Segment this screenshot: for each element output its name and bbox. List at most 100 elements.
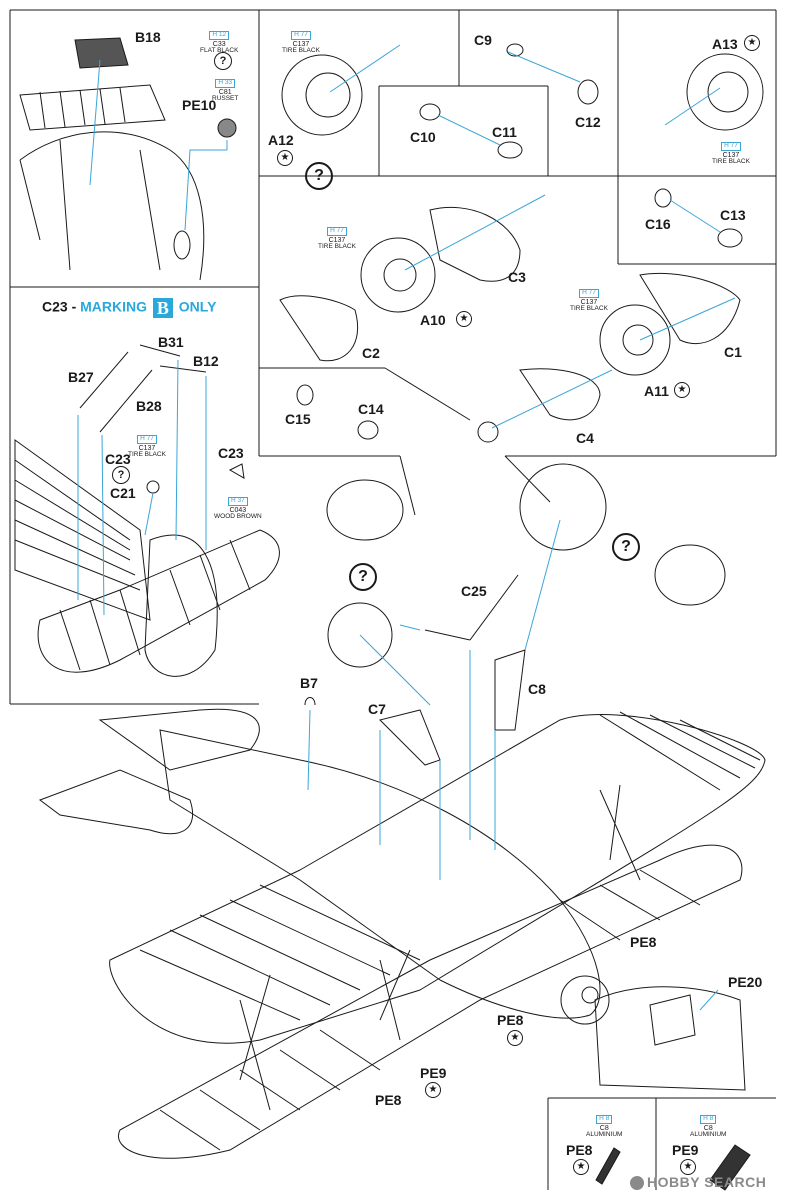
part-c9-shape <box>506 43 524 57</box>
part-c15-shape <box>296 384 314 406</box>
star-icon: ★ <box>507 1030 523 1046</box>
paint-code: H 37 <box>227 497 248 506</box>
paint-name: ALUMINIUM <box>586 1130 623 1138</box>
star-icon: ★ <box>277 150 293 166</box>
label-b28: B28 <box>136 398 162 414</box>
spat-right-wheel <box>519 463 607 551</box>
label-a13: A13 <box>712 36 738 52</box>
label-b7: B7 <box>300 675 318 691</box>
legend-label-pe9: PE9 <box>672 1142 699 1158</box>
marking-part-prefix: C23 - <box>42 298 77 315</box>
part-pe9-shape <box>709 1144 751 1191</box>
paint-name: TIRE BLACK <box>282 46 320 54</box>
inset-cockpit-drawing <box>594 986 746 1091</box>
label-c4: C4 <box>576 430 594 446</box>
star-icon: ★ <box>456 311 472 327</box>
part-c14-shape <box>357 420 379 440</box>
paint-code: H 33 <box>215 79 236 88</box>
label-c15: C15 <box>285 411 311 427</box>
frame-line <box>504 455 551 503</box>
hobby-search-watermark: HOBBY SEARCH <box>630 1174 766 1191</box>
label-pe8-center: PE8 <box>497 1012 524 1028</box>
guide-line <box>437 114 501 146</box>
paint-name: FLAT BLACK <box>200 46 239 54</box>
unsure-question-mark: ? <box>612 533 640 561</box>
paint-number: C8 <box>703 1124 713 1132</box>
guide-line <box>639 297 736 341</box>
part-b18-shape <box>74 37 129 69</box>
paint-number: C81 <box>218 88 232 96</box>
part-a11-hub <box>622 324 654 356</box>
paint-number: C137 <box>138 444 156 452</box>
guide-line <box>404 194 546 271</box>
label-a11: A11 <box>644 383 669 399</box>
paint-number: C8 <box>599 1124 609 1132</box>
watermark-logo-icon <box>630 1176 644 1191</box>
spat-alt-wheel <box>654 544 726 606</box>
label-c8: C8 <box>528 681 546 697</box>
paint-code: H 77 <box>721 142 741 151</box>
label-c9: C9 <box>474 32 492 48</box>
label-b27: B27 <box>68 369 94 385</box>
part-b12-strut <box>159 365 207 373</box>
paint-code: H 77 <box>327 227 347 236</box>
part-a11-wheel <box>599 304 671 376</box>
paint-name: TIRE BLACK <box>318 242 356 250</box>
label-pe8-left: PE8 <box>375 1092 402 1108</box>
paint-code: H 12 <box>209 31 230 40</box>
part-c21-wheel <box>146 480 160 494</box>
paint-name: WOOD BROWN <box>214 512 262 520</box>
paint-name: TIRE BLACK <box>570 304 608 312</box>
paint-number: C137 <box>328 236 346 244</box>
part-c7-leg <box>379 709 441 766</box>
label-pe9: PE9 <box>420 1065 447 1081</box>
paint-chip-h77-a13: H 77 C137 TIRE BLACK <box>712 135 750 165</box>
part-pe8-shape <box>595 1147 621 1185</box>
stab-ribs <box>59 539 251 671</box>
label-c11: C11 <box>492 124 517 140</box>
marking-letter-badge: B <box>152 298 173 318</box>
guide-line <box>101 434 105 616</box>
star-icon: ★ <box>573 1159 589 1175</box>
paint-chip-h77-a12: H 77 C137 TIRE BLACK <box>282 24 320 54</box>
label-b18: B18 <box>135 29 161 45</box>
unsure-question-mark: ? <box>112 466 130 484</box>
paint-chip-h33: H 33 C81 RUSSET <box>212 72 238 102</box>
paint-code: H 77 <box>579 289 599 298</box>
paint-code: H 77 <box>291 31 311 40</box>
guide-line <box>491 369 613 429</box>
label-c21: C21 <box>110 485 136 501</box>
guide-line <box>89 59 101 186</box>
paint-chip-h8-pe8: H 8 C8 ALUMINIUM <box>586 1108 622 1138</box>
propeller-hub <box>581 986 599 1004</box>
paint-number: C33 <box>212 40 226 48</box>
cockpit-fuselage-drawing <box>19 131 205 281</box>
paint-chip-h77-c21: H 77 C137 TIRE BLACK <box>128 428 166 458</box>
paint-code: H 77 <box>137 435 157 444</box>
label-c1: C1 <box>724 344 742 360</box>
frame-line <box>384 367 471 421</box>
horizontal-stabilizer <box>37 529 280 673</box>
guide-line <box>399 624 421 631</box>
part-pe10-shape <box>217 118 237 138</box>
label-c12: C12 <box>575 114 601 130</box>
unsure-question-mark: ? <box>305 162 333 190</box>
tailplane <box>38 708 260 835</box>
part-b27-strut <box>79 351 129 409</box>
part-c10-shape <box>419 103 441 121</box>
paint-name: ALUMINIUM <box>690 1130 727 1138</box>
paint-chip-h77-a11: H 77 C137 TIRE BLACK <box>570 282 608 312</box>
star-icon: ★ <box>680 1159 696 1175</box>
part-c23-skid <box>228 463 245 479</box>
upper-wing-ribs <box>139 711 761 1021</box>
label-a12: A12 <box>268 132 294 148</box>
part-c16-shape <box>654 188 672 208</box>
label-pe8-right: PE8 <box>630 934 657 950</box>
guide-line <box>184 149 227 231</box>
unsure-question-mark: ? <box>349 563 377 591</box>
frame-line <box>399 455 416 516</box>
part-b28-strut <box>99 369 153 433</box>
part-c1-spat <box>639 272 741 345</box>
label-c14: C14 <box>358 401 384 417</box>
part-a10-hub <box>383 258 417 292</box>
